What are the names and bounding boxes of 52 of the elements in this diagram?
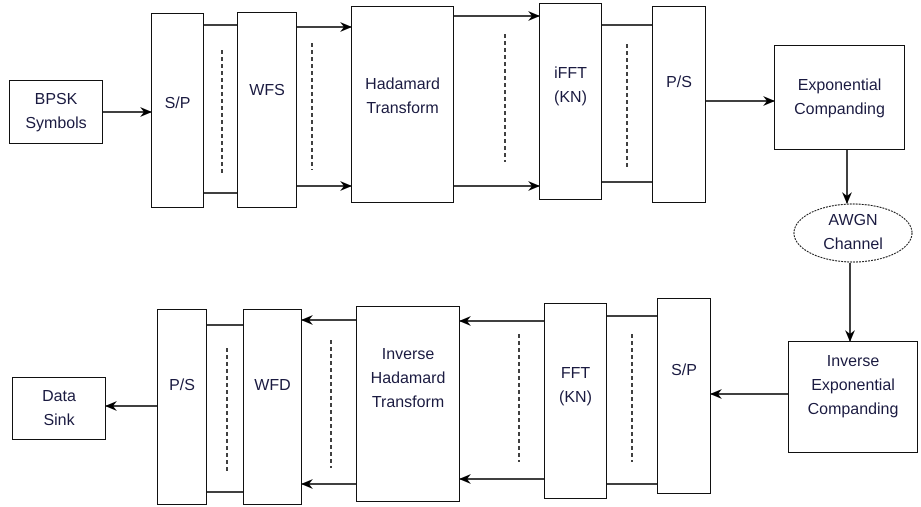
arrow xyxy=(103,107,152,117)
process-block xyxy=(243,309,302,505)
connector-line xyxy=(607,483,657,485)
process-block xyxy=(652,6,706,203)
arrow xyxy=(297,181,352,191)
arrow xyxy=(454,181,540,191)
block-label: S/P xyxy=(670,361,698,381)
process-block xyxy=(356,306,460,502)
connector-line xyxy=(204,192,237,194)
block-label: BPSK Symbols xyxy=(24,90,88,134)
process-block xyxy=(539,3,602,200)
block-label: Data Sink xyxy=(41,386,77,430)
block-label: P/S xyxy=(665,73,693,93)
process-block xyxy=(9,80,103,144)
block-label: FFT (KN) xyxy=(558,364,593,408)
process-block xyxy=(151,13,204,208)
arrow xyxy=(459,316,544,326)
arrow xyxy=(297,22,352,32)
connector-line xyxy=(204,24,237,26)
arrow xyxy=(454,11,540,21)
process-block xyxy=(657,298,711,494)
connector-line xyxy=(602,181,652,183)
process-block xyxy=(774,45,905,150)
process-block xyxy=(157,309,207,505)
process-block xyxy=(237,12,297,208)
arrow xyxy=(710,389,788,399)
arrow xyxy=(301,315,356,325)
connector-line xyxy=(607,315,657,317)
channel-ellipse xyxy=(793,203,913,263)
arrow xyxy=(459,474,544,484)
connector-line xyxy=(207,491,243,493)
block-label: Inverse Hadamard Transform xyxy=(370,345,446,413)
arrow xyxy=(706,96,775,106)
block-label: WFS xyxy=(248,81,286,101)
arrow xyxy=(842,150,852,204)
process-block xyxy=(351,6,454,203)
block-label: S/P xyxy=(164,94,192,114)
block-label: WFD xyxy=(253,376,292,396)
arrow xyxy=(301,479,356,489)
block-label: Exponential Companding xyxy=(793,76,886,120)
block-label: Hadamard Transform xyxy=(364,75,441,119)
block-label: AWGN Channel xyxy=(822,211,884,255)
connector-line xyxy=(602,24,652,26)
process-block xyxy=(12,377,106,440)
arrow xyxy=(845,263,855,342)
process-block xyxy=(788,341,918,453)
block-label: Inverse Exponential Companding xyxy=(806,352,900,420)
process-block xyxy=(544,303,607,499)
arrow xyxy=(105,401,157,411)
connector-line xyxy=(207,324,243,326)
block-label: iFFT (KN) xyxy=(553,64,588,108)
block-label: P/S xyxy=(168,376,196,396)
